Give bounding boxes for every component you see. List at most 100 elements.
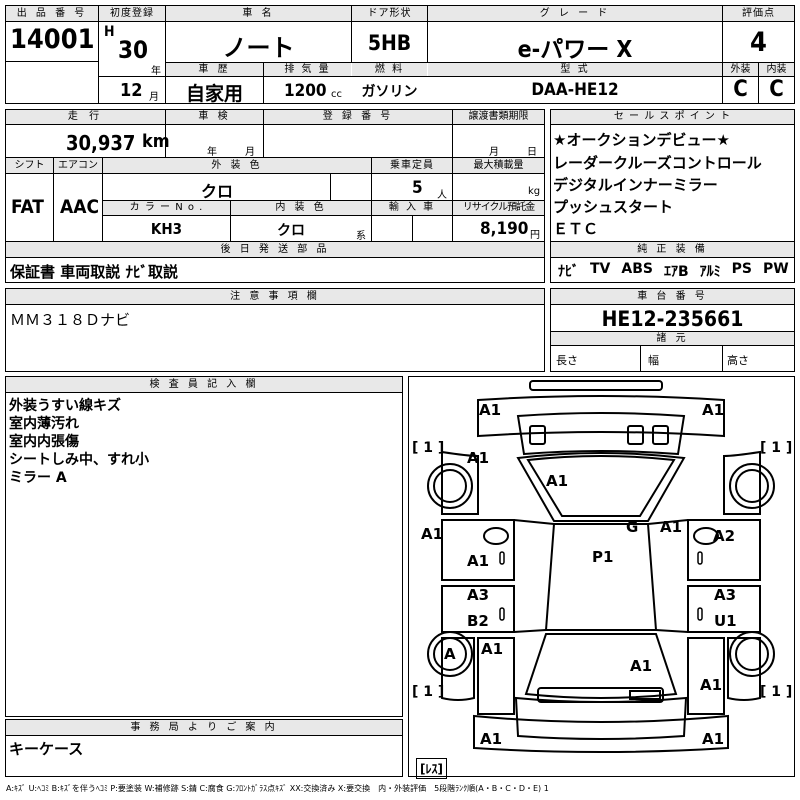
length-label: 長さ bbox=[556, 354, 578, 367]
dims-label: 諸 元 bbox=[551, 332, 794, 345]
damage-mark: A1 bbox=[700, 676, 723, 694]
fuel-label: 燃 料 bbox=[352, 63, 427, 76]
inspector-line: 外装うすい線キズ bbox=[9, 398, 121, 414]
inspector-line: 室内内張傷 bbox=[9, 434, 79, 450]
damage-mark: A1 bbox=[480, 730, 503, 748]
inspection-year: 年 bbox=[207, 147, 217, 158]
score-label: 評価点 bbox=[723, 6, 794, 22]
era-letter: H bbox=[104, 24, 115, 40]
damage-mark: A1 bbox=[481, 640, 504, 658]
damage-mark: A1 bbox=[479, 401, 502, 419]
capacity: 5 bbox=[412, 178, 423, 198]
shift: FAT bbox=[11, 196, 44, 218]
colorno-label: カ ラ ー N o . bbox=[103, 201, 230, 215]
later-parts-label: 後 日 発 送 部 品 bbox=[6, 242, 544, 257]
spare-tire: [ﾚｽ] bbox=[416, 758, 447, 779]
notes-label: 注 意 事 項 欄 bbox=[6, 289, 544, 304]
chassis-section bbox=[550, 288, 795, 372]
tire-depth-rl: [ 1 ] bbox=[412, 684, 445, 700]
tire-depth-rr: [ 1 ] bbox=[760, 684, 793, 700]
sales-point: ＥＴＣ bbox=[553, 220, 599, 238]
mileage: 30,937 bbox=[66, 131, 136, 155]
displacement-unit: cc bbox=[331, 89, 342, 100]
sales-section bbox=[550, 109, 795, 283]
tire-depth-fr: [ 1 ] bbox=[760, 440, 793, 456]
color-number: KH3 bbox=[150, 220, 183, 238]
recycle-label: リサイクル預託金 bbox=[453, 201, 544, 215]
ac-label: エアコン bbox=[54, 158, 102, 173]
equip-list: ﾅﾋﾞ TV ABS ｴｱB ｱﾙﾐ PS PW bbox=[558, 261, 789, 281]
mileage-unit: km bbox=[142, 131, 170, 152]
chassis-number: HE12-235661 bbox=[601, 307, 744, 331]
door-label: ドア形状 bbox=[352, 6, 427, 22]
capacity-label: 乗車定員 bbox=[372, 158, 452, 173]
equip-item: ｴｱB bbox=[663, 264, 689, 280]
inspector-section bbox=[5, 376, 403, 717]
sales-point: ★オークションデビュー★ bbox=[553, 131, 730, 149]
sales-point: レーダークルーズコントロール bbox=[553, 154, 762, 172]
legend: A:ｷｽﾞ U:ﾍｺﾐ B:ｷｽﾞを伴うﾍｺﾐ P:要塗装 W:補修跡 S:錆 … bbox=[6, 784, 549, 793]
ac-type: AAC bbox=[60, 196, 100, 218]
equip-item: ｱﾙﾐ bbox=[699, 264, 721, 280]
exterior-color: クロ bbox=[200, 182, 233, 201]
inspector-line: ミラー A bbox=[9, 470, 67, 486]
history-label: 車 歴 bbox=[166, 63, 263, 76]
damage-mark: B2 bbox=[467, 612, 489, 630]
inspector-line: 室内薄汚れ bbox=[9, 416, 79, 432]
year-unit: 年 bbox=[151, 66, 161, 77]
equip-label: 純 正 装 備 bbox=[551, 242, 794, 257]
car-diagram bbox=[408, 376, 795, 777]
damage-mark: A1 bbox=[467, 552, 490, 570]
notes-section bbox=[5, 288, 545, 372]
recycle-fee: 8,190 bbox=[480, 219, 529, 239]
office-label: 事 務 局 よ り ご 案 内 bbox=[6, 720, 402, 735]
damage-mark: A1 bbox=[546, 472, 569, 490]
office-text: キーケース bbox=[9, 740, 84, 758]
height-label: 高さ bbox=[727, 354, 749, 367]
score: 4 bbox=[750, 27, 767, 58]
damage-mark: U1 bbox=[714, 612, 737, 630]
lot-number: 14001 bbox=[10, 24, 95, 55]
lot-label: 出 品 番 号 bbox=[6, 6, 98, 22]
car-name: ノート bbox=[222, 34, 295, 62]
sales-label: セ ー ル ス ポ イ ン ト bbox=[551, 110, 794, 124]
import-label: 輸 入 車 bbox=[372, 201, 452, 215]
color-label: 外 装 色 bbox=[103, 158, 371, 173]
damage-mark: A1 bbox=[630, 657, 653, 675]
tire-depth-fl: [ 1 ] bbox=[412, 440, 445, 456]
office-section bbox=[5, 719, 403, 777]
recycle-unit: 円 bbox=[530, 230, 540, 241]
mileage-label: 走 行 bbox=[6, 110, 165, 124]
inspector-label: 検 査 員 記 入 欄 bbox=[6, 377, 402, 392]
later-parts: 保証書 車両取説 ﾅﾋﾞ取説 bbox=[10, 263, 178, 281]
door-type: 5HB bbox=[367, 31, 412, 55]
model: DAA-HE12 bbox=[531, 80, 619, 100]
reg-month: 12 bbox=[120, 80, 143, 101]
transfer-month: 月 bbox=[489, 147, 499, 158]
transfer-label: 譲渡書類期限 bbox=[453, 110, 544, 124]
grade: e-パワー X bbox=[517, 37, 633, 63]
exterior-score: C bbox=[733, 77, 748, 102]
damage-mark: A1 bbox=[660, 518, 683, 536]
shift-label: シフト bbox=[6, 158, 53, 173]
damage-mark: P1 bbox=[592, 548, 614, 566]
damage-mark: A3 bbox=[467, 586, 490, 604]
damage-mark: G bbox=[626, 518, 639, 536]
sales-point: デジタルインナーミラー bbox=[553, 176, 718, 194]
int-color-label: 内 装 色 bbox=[231, 201, 371, 215]
car-outline bbox=[427, 380, 775, 753]
width-label: 幅 bbox=[648, 354, 659, 367]
details-section bbox=[5, 109, 545, 283]
damage-mark: A bbox=[444, 645, 456, 663]
damage-mark: A2 bbox=[713, 527, 736, 545]
inspection-month: 月 bbox=[245, 147, 255, 158]
first-reg-label: 初度登録 bbox=[99, 6, 165, 22]
equip-item: ABS bbox=[621, 261, 653, 277]
month-unit: 月 bbox=[149, 92, 159, 103]
damage-mark: A1 bbox=[702, 730, 725, 748]
equip-item: TV bbox=[590, 261, 611, 277]
reg-year: 30 bbox=[118, 36, 149, 64]
interior-score: C bbox=[769, 77, 784, 102]
interior-color: クロ bbox=[277, 223, 305, 239]
inspection-label: 車 検 bbox=[166, 110, 263, 124]
